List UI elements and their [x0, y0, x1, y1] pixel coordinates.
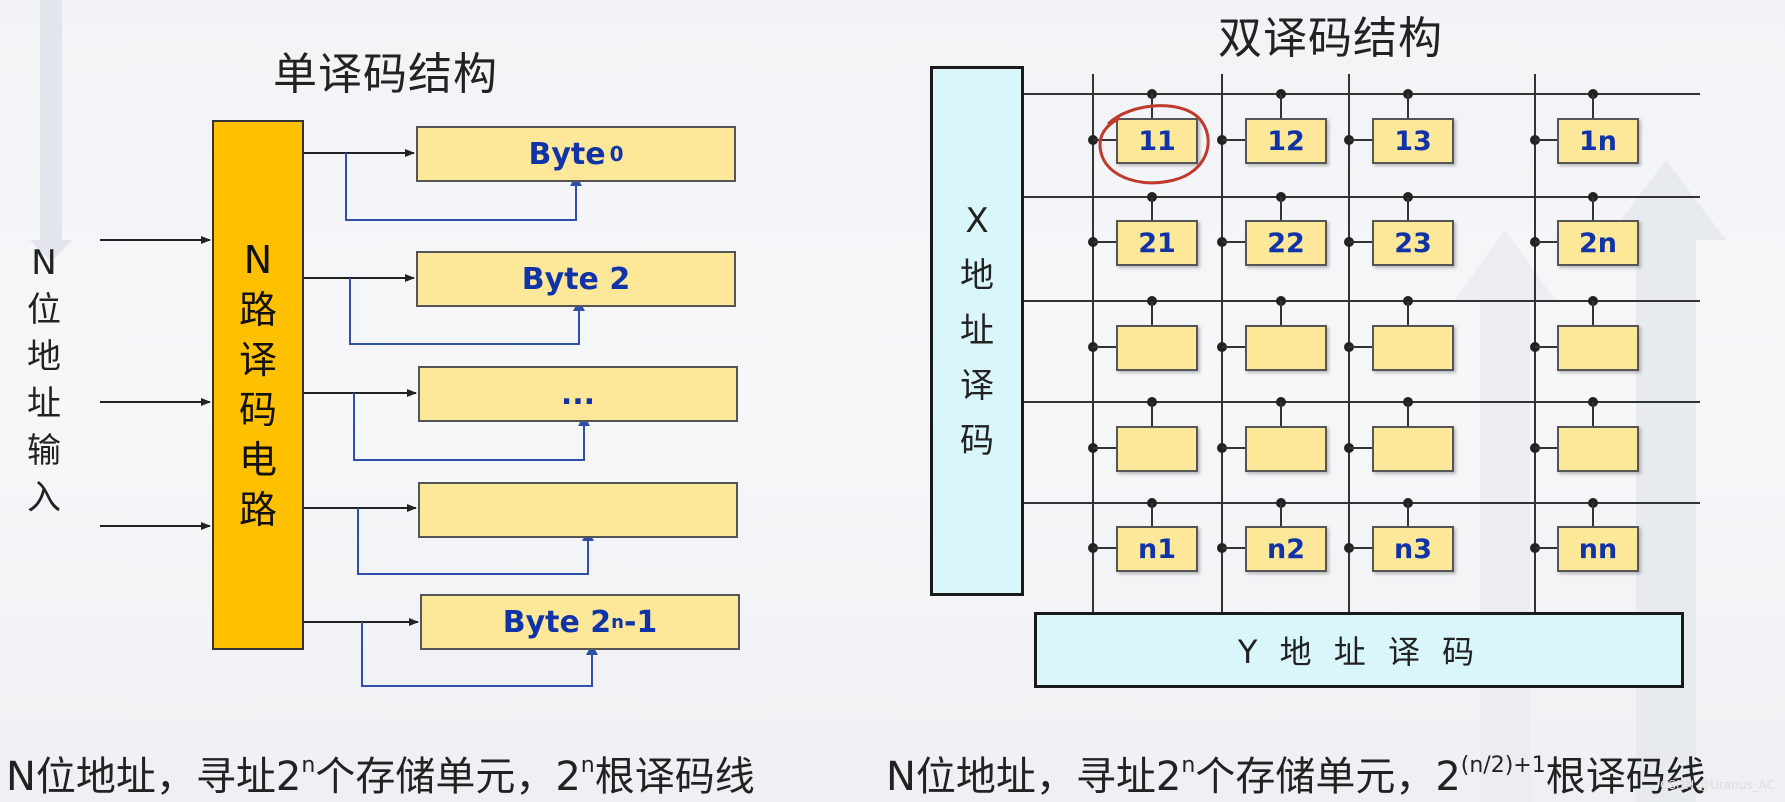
- byte-superscript: n: [611, 611, 624, 633]
- byte-label-tail: -1: [623, 604, 658, 640]
- memory-cell: 2n: [1557, 220, 1639, 266]
- n-way-decoder: N 路 译 码 电 路: [212, 120, 304, 650]
- x-decoder-char: X: [965, 200, 989, 241]
- memory-cell: 22: [1245, 220, 1327, 266]
- read-line: [357, 508, 589, 575]
- caption-superscript: n: [301, 753, 316, 778]
- x-decoder-char: 址: [960, 310, 994, 351]
- read-line: [353, 393, 585, 461]
- decoder-char: N: [243, 238, 273, 282]
- x-address-decoder: X 地 址 译 码: [930, 66, 1024, 596]
- memory-cell: 23: [1372, 220, 1454, 266]
- byte-label: Byte 2: [521, 261, 631, 297]
- memory-cell: 11: [1116, 118, 1198, 164]
- byte-cell: Byte 2: [416, 251, 736, 307]
- read-line: [349, 278, 580, 345]
- memory-cell: [1116, 325, 1198, 371]
- junction-dots: [1088, 89, 1598, 553]
- right-title: 双译码结构: [1218, 13, 1443, 64]
- caption-text: N位地址，寻址2: [6, 754, 302, 800]
- caption-text: 个存储单元，2: [1195, 754, 1461, 800]
- right-caption: N位地址，寻址2n个存储单元，2(n/2)+1根译码线: [886, 744, 1706, 802]
- decoder-char: 码: [238, 388, 277, 432]
- caption-superscript: (n/2)+1: [1460, 753, 1546, 778]
- caption-text: N位地址，寻址2: [886, 754, 1182, 800]
- left-caption: N位地址，寻址2n个存储单元，2n根译码线: [6, 744, 755, 802]
- left-title: 单译码结构: [273, 49, 498, 100]
- caption-superscript: n: [580, 753, 595, 778]
- address-input-label: N 位 地 址 输 入: [20, 240, 68, 522]
- highlight-circle: [1098, 104, 1210, 185]
- memory-cell: [1557, 426, 1639, 472]
- x-decoder-char: 地: [960, 255, 994, 296]
- memory-cell: n1: [1116, 526, 1198, 572]
- memory-cell: 12: [1245, 118, 1327, 164]
- memory-cell: [1557, 325, 1639, 371]
- memory-cell: [1245, 426, 1327, 472]
- memory-cell: n3: [1372, 526, 1454, 572]
- caption-text: 根译码线: [594, 754, 755, 800]
- byte-subscript: 0: [609, 142, 624, 166]
- label-char: N: [31, 243, 57, 283]
- label-char: 地: [27, 337, 61, 377]
- caption-text: 个存储单元，2: [315, 754, 581, 800]
- memory-cell: 1n: [1557, 118, 1639, 164]
- byte-cell: ...: [418, 366, 738, 422]
- label-char: 位: [27, 290, 61, 330]
- y-address-decoder: Y 地 址 译 码: [1034, 612, 1684, 688]
- caption-superscript: n: [1181, 753, 1196, 778]
- credit-watermark: CSDN @Uranus_AC: [1660, 778, 1775, 792]
- x-decoder-char: 码: [960, 420, 994, 461]
- read-line: [345, 153, 577, 221]
- byte-label: ...: [560, 376, 596, 412]
- decoder-char: 路: [238, 488, 277, 532]
- decoder-char: 路: [238, 288, 277, 332]
- byte-label: Byte: [528, 136, 606, 172]
- memory-cell: n2: [1245, 526, 1327, 572]
- byte-label: Byte 2: [502, 604, 612, 640]
- label-char: 入: [27, 478, 61, 518]
- memory-cell: [1245, 325, 1327, 371]
- x-decoder-char: 译: [960, 365, 994, 406]
- byte-cell: [418, 482, 738, 538]
- memory-cell: [1116, 426, 1198, 472]
- label-char: 输: [27, 431, 61, 471]
- memory-cell: [1372, 325, 1454, 371]
- memory-cell: 13: [1372, 118, 1454, 164]
- memory-cell: [1372, 426, 1454, 472]
- decoder-char: 译: [238, 338, 277, 382]
- caption-text: 根译码线: [1545, 754, 1706, 800]
- decoder-char: 电: [238, 438, 277, 482]
- label-char: 址: [27, 384, 61, 424]
- memory-cell: 21: [1116, 220, 1198, 266]
- read-line: [361, 622, 593, 687]
- memory-cell: nn: [1557, 526, 1639, 572]
